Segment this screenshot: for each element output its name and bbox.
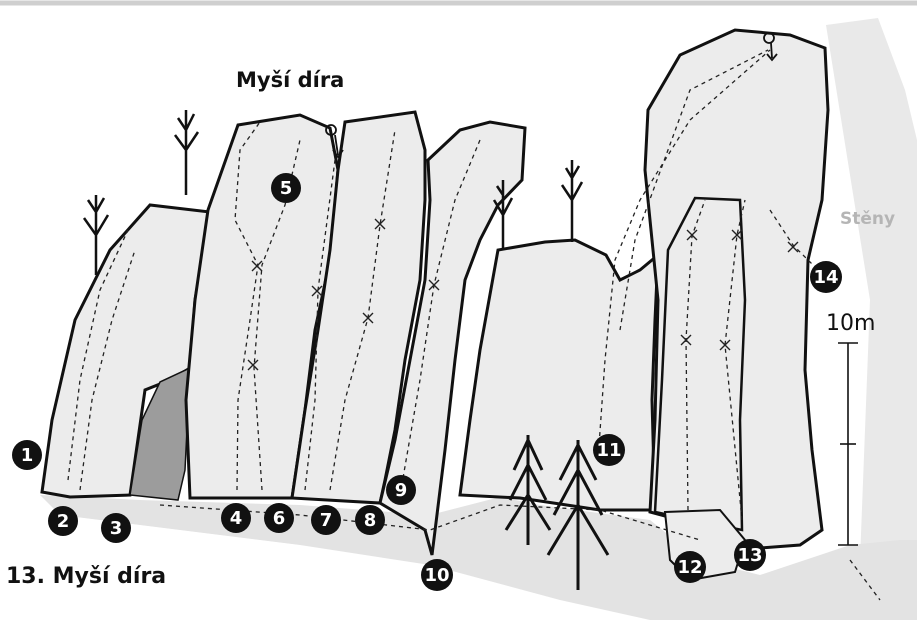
svg-text:3: 3 (110, 518, 123, 539)
svg-text:1: 1 (21, 445, 34, 466)
route-badge-4: 4 (221, 503, 251, 533)
svg-text:5: 5 (280, 178, 293, 199)
route-badge-14: 14 (810, 261, 842, 293)
route-badge-11: 11 (593, 434, 625, 466)
route-badge-10: 10 (421, 559, 453, 591)
svg-text:2: 2 (57, 511, 70, 532)
route-badge-12: 12 (674, 551, 706, 583)
route-badge-13: 13 (734, 539, 766, 571)
neighbor-formation-label: Stěny (840, 209, 895, 229)
svg-text:8: 8 (364, 510, 377, 531)
svg-text:13: 13 (737, 545, 762, 566)
route-badge-9: 9 (386, 475, 416, 505)
scale-label: 10m (826, 311, 875, 336)
svg-text:10: 10 (424, 565, 449, 586)
route-badge-7: 7 (311, 505, 341, 535)
formation-title: Myší díra (236, 68, 344, 92)
scale-bar (838, 343, 858, 545)
svg-text:14: 14 (813, 267, 838, 288)
route-badge-1: 1 (12, 440, 42, 470)
svg-text:12: 12 (677, 557, 702, 578)
tower-right-front (655, 198, 745, 530)
section-title: 13. Myší díra (6, 564, 166, 589)
route-badge-6: 6 (264, 503, 294, 533)
svg-text:9: 9 (395, 480, 408, 501)
route-badge-2: 2 (48, 506, 78, 536)
svg-text:6: 6 (273, 508, 286, 529)
route-badge-8: 8 (355, 505, 385, 535)
route-badge-5: 5 (271, 173, 301, 203)
background-rock (826, 18, 917, 580)
route-badge-3: 3 (101, 513, 131, 543)
svg-text:11: 11 (596, 440, 621, 461)
svg-text:4: 4 (230, 508, 243, 529)
svg-text:7: 7 (320, 510, 333, 531)
